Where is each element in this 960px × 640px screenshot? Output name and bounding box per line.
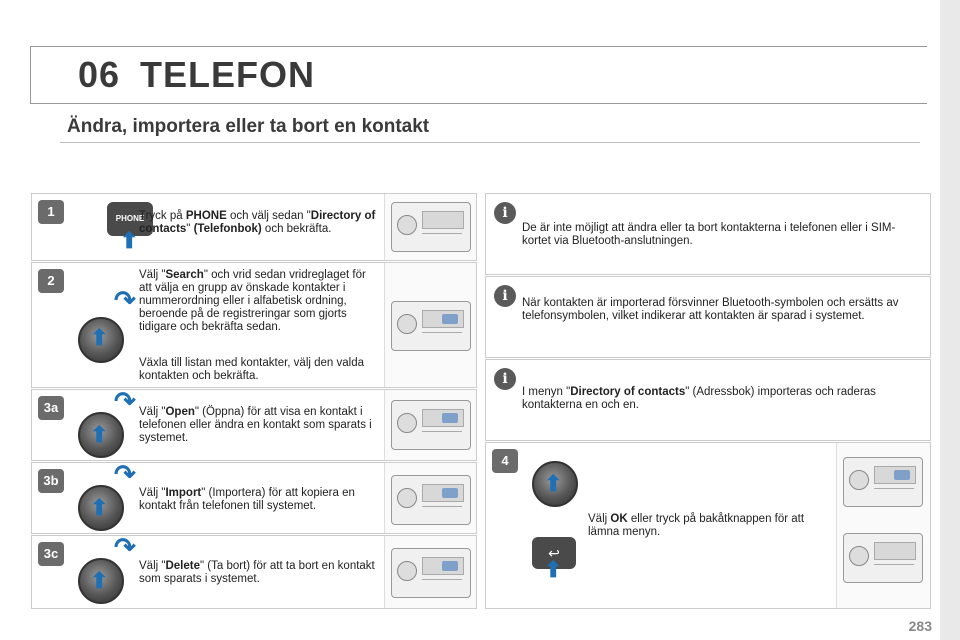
press-arrow-icon: ⬆ [90,568,109,593]
step-1: 1 PHONE ⬆ Tryck på PHONE och välj sedan … [31,193,477,261]
step-badge: 2 [38,269,64,293]
step-text: Välj "Delete" (Ta bort) för att ta bort … [139,560,375,585]
step-3b: 3b ↷ ⬆ Välj "Import" (Importera) för att… [31,459,477,534]
radio-illustration [384,194,476,260]
radio-illustration [384,536,476,608]
section-divider [60,142,920,143]
rotary-knob-icon [78,317,124,363]
rotary-knob-icon [78,412,124,458]
press-arrow-icon: ⬆ [544,471,563,496]
radio-unit-icon [391,400,471,450]
step-text-2: Växla till listan med kontakter, välj de… [139,357,365,382]
press-arrow-icon: ⬆ [90,422,109,447]
info-text: När kontakten är importerad försvinner B… [522,297,899,322]
info-note-2: i När kontakten är importerad försvinner… [485,276,931,358]
info-note-3: i I menyn "Directory of contacts" (Adres… [485,359,931,441]
rotate-arrow-icon: ↷ [114,459,136,489]
rotary-knob-icon [78,485,124,531]
rotate-arrow-icon: ↷ [114,285,136,315]
radio-illustration [384,263,476,387]
rotate-arrow-icon: ↷ [114,532,136,562]
info-icon: i [494,368,516,390]
info-text: I menyn "Directory of contacts" (Adressb… [522,386,876,411]
step-text: Välj "Open" (Öppna) för att visa en kont… [139,406,372,444]
step-text: Välj OK eller tryck på bakåtknappen för … [588,513,805,538]
info-icon: i [494,202,516,224]
radio-unit-icon [391,548,471,598]
page-number: 283 [908,618,932,634]
step-text: Tryck på PHONE och välj sedan "Directory… [139,210,376,235]
step-text: Välj "Import" (Importera) för att kopier… [139,487,355,512]
step-4: 4 ⬆ ↩ ⬆ Välj OK eller tryck på bakåtknap… [485,442,931,609]
rotary-knob-icon [78,558,124,604]
radio-illustration [384,463,476,533]
chapter-title: TELEFON [140,54,315,95]
step-3c: 3c ↷ ⬆ Välj "Delete" (Ta bort) för att t… [31,532,477,609]
step-2: 2 ↷ ⬆ Välj "Search" och vrid sedan vridr… [31,262,477,388]
info-text: De är inte möjligt att ändra eller ta bo… [522,222,896,247]
phone-button-icon: PHONE [107,202,153,236]
section-title: Ändra, importera eller ta bort en kontak… [67,116,430,137]
step-badge: 3b [38,469,64,493]
step-badge: 1 [38,200,64,224]
press-arrow-icon: ⬆ [120,228,139,253]
press-arrow-icon: ⬆ [90,325,109,350]
step-3a: 3a ↷ ⬆ Välj "Open" (Öppna) för att visa … [31,386,477,461]
radio-unit-icon [843,533,923,583]
page-edge-strip [940,0,960,640]
radio-unit-icon [843,457,923,507]
press-arrow-icon: ⬆ [544,557,563,582]
press-arrow-icon: ⬆ [90,495,109,520]
rotate-arrow-icon: ↷ [114,386,136,416]
chapter-header-frame [30,46,927,104]
step-text: Välj "Search" och vrid sedan vridreglage… [139,269,366,333]
back-button-icon: ↩ [532,537,576,569]
step-badge: 3c [38,542,64,566]
radio-unit-icon [391,301,471,351]
radio-unit-icon [391,475,471,525]
info-note-1: i De är inte möjligt att ändra eller ta … [485,193,931,275]
info-icon: i [494,285,516,307]
step-badge: 3a [38,396,64,420]
rotary-knob-icon [532,461,578,507]
radio-unit-icon [391,202,471,252]
radio-illustration [836,443,930,608]
radio-illustration [384,390,476,460]
step-badge: 4 [492,449,518,473]
chapter-number: 06 [78,54,121,95]
